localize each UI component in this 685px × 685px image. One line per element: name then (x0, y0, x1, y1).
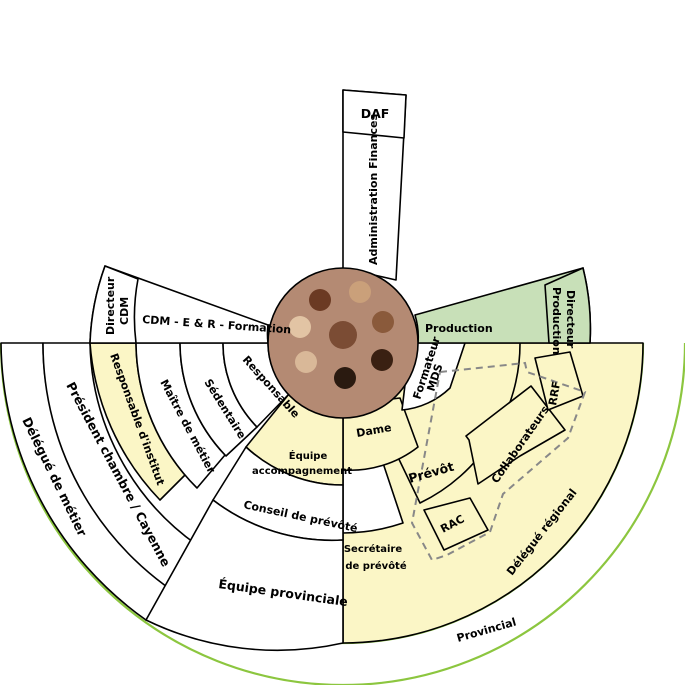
label-secretaire-2: de prévôté (345, 560, 406, 572)
block-formateur (401, 342, 466, 411)
label-production: Production (425, 322, 493, 335)
photo-people (289, 281, 394, 389)
label-equipe-accompagnement-1: Équipe (289, 449, 328, 462)
label-provincial: Provincial (455, 615, 518, 644)
box-collaborateurs (465, 385, 566, 485)
box-rac (423, 497, 489, 551)
label-rrf: RRF (546, 380, 563, 406)
label-secretaire-1: Secrétaire (344, 543, 403, 555)
label-administration-finances: Administration Finances (367, 114, 380, 265)
label-directeur-production-2: Production (550, 287, 563, 355)
sector-directeur-cdm (89, 265, 139, 344)
label-directeur-production-1: Directeur (564, 290, 577, 349)
label-directeur-cdm-2: CDM (118, 297, 131, 325)
block-equipe-provinciale (145, 499, 344, 652)
sector-daf (342, 89, 407, 139)
label-daf: DAF (361, 106, 390, 121)
dashed-group-outline (410, 361, 587, 562)
label-directeur-cdm-1: Directeur (104, 276, 117, 335)
label-equipe-accompagnement-2: accompagnement (252, 466, 352, 477)
sector-directeur-production (544, 267, 592, 344)
outer-ring-provincial (0, 342, 685, 685)
label-dame: Dame (355, 421, 392, 440)
